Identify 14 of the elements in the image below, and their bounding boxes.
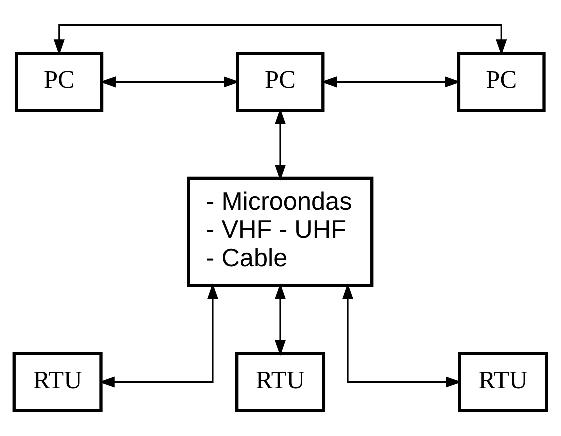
arrow	[54, 24, 508, 56]
arrow	[321, 76, 461, 88]
node-box: - Microondas - VHF - UHF - Cable	[187, 176, 374, 288]
node-box: RTU	[458, 352, 548, 412]
arrow	[99, 284, 219, 388]
arrow	[274, 108, 286, 181]
node-box: PC	[457, 52, 546, 112]
arrow	[342, 284, 462, 388]
node-box: RTU	[235, 352, 326, 412]
arrow	[100, 76, 240, 88]
node-box: PC	[236, 52, 325, 112]
node-box: RTU	[12, 352, 103, 412]
arrow	[274, 284, 286, 356]
node-box: PC	[15, 52, 104, 112]
